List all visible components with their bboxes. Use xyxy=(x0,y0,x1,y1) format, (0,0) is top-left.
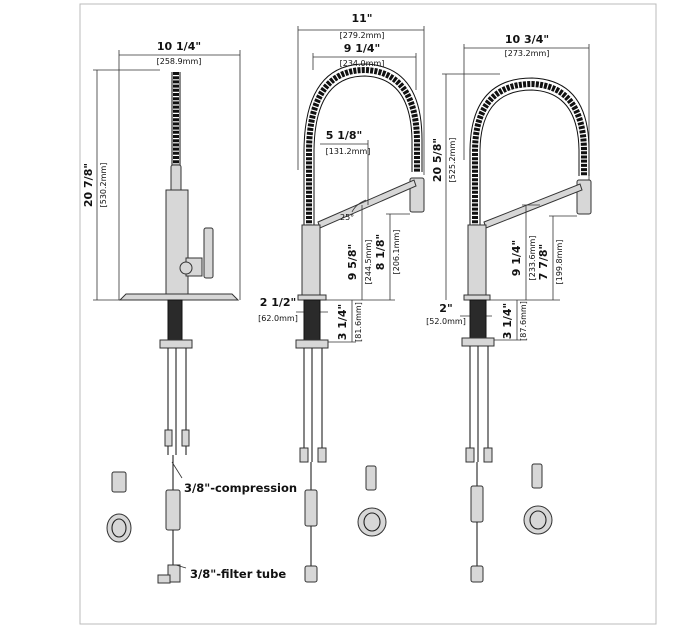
callout-compression: 3/8"-compression xyxy=(184,481,297,495)
faucet-2-base-diameter-mm: [62.0mm] xyxy=(258,314,298,323)
faucet-2-side-view: 11" [279.2mm] 9 1/4" [234.0mm] 5 1/8" [1… xyxy=(258,12,425,583)
faucet-2-spout-height-in: 9 5/8" xyxy=(346,244,359,281)
faucet-3-height-mm: [525.2mm] xyxy=(448,138,457,183)
faucet-3-base-diameter-in: 2" xyxy=(439,302,452,315)
faucet-2-spout-reach-mm: [234.0mm] xyxy=(340,59,385,68)
faucet-1-height-mm: [530.2mm] xyxy=(99,163,108,208)
faucet-2-angle: 25° xyxy=(340,213,354,222)
faucet-2-spout-height-mm: [244.5mm] xyxy=(364,240,373,285)
faucet-2-shank-length-in: 3 1/4" xyxy=(336,304,349,341)
faucet-3-shank-length-mm: [87.6mm] xyxy=(519,301,528,341)
faucet-3-spray-height-in: 7 7/8" xyxy=(537,244,550,281)
faucet-2-spray-height-in: 8 1/8" xyxy=(374,234,387,271)
faucet-3-side-view: 10 3/4" [273.2mm] 20 5/8" [525.2mm] 9 1/… xyxy=(426,33,592,583)
faucet-2-handle-reach-mm: [131.2mm] xyxy=(326,147,371,156)
faucet-3-overall-width-in: 10 3/4" xyxy=(505,33,549,46)
faucet-1-width-in: 10 1/4" xyxy=(157,40,201,53)
faucet-3-shank-length-in: 3 1/4" xyxy=(501,303,514,340)
faucet-2-spout-reach-in: 9 1/4" xyxy=(344,42,381,55)
faucet-2-overall-width-mm: [279.2mm] xyxy=(340,31,385,40)
faucet-1-width-mm: [258.9mm] xyxy=(157,57,202,66)
faucet-3-height-in: 20 5/8" xyxy=(431,138,444,182)
page-border xyxy=(79,3,657,625)
faucet-2-spray-height-mm: [206.1mm] xyxy=(392,230,401,275)
faucet-2-shank-length-mm: [81.6mm] xyxy=(354,302,363,342)
faucet-3-spout-height-mm: [233.6mm] xyxy=(528,236,537,281)
faucet-3-spout-height-in: 9 1/4" xyxy=(510,240,523,277)
faucet-3-overall-width-mm: [273.2mm] xyxy=(505,49,550,58)
faucet-2-base-diameter-in: 2 1/2" xyxy=(260,296,297,309)
faucet-3-spray-height-mm: [199.8mm] xyxy=(555,240,564,285)
faucet-2-handle-reach-in: 5 1/8" xyxy=(326,129,363,142)
faucet-2-overall-width-in: 11" xyxy=(351,12,372,25)
callout-filter-tube: 3/8"-filter tube xyxy=(190,567,286,581)
faucet-1-side-view: 10 1/4" [258.9mm] 20 7/8" [530.2mm] xyxy=(82,40,241,584)
faucet-1-height-in: 20 7/8" xyxy=(82,163,95,207)
faucet-3-base-diameter-mm: [52.0mm] xyxy=(426,317,466,326)
